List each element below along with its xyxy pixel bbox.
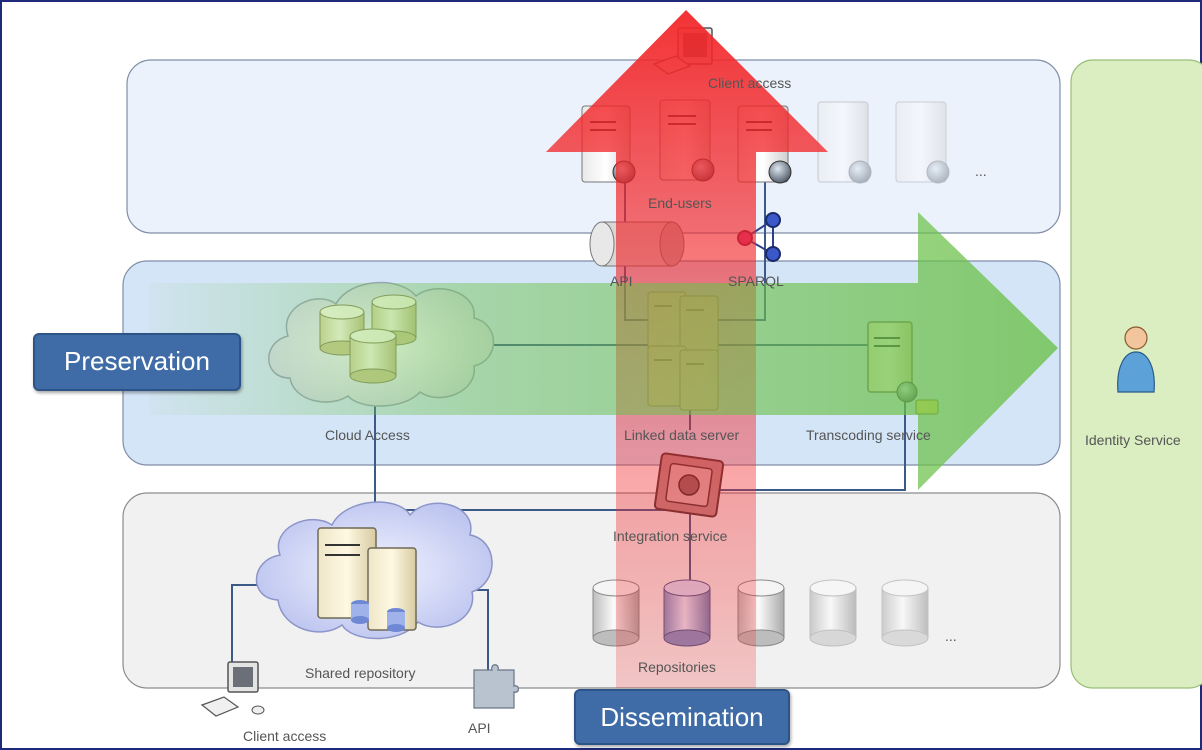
end-user-server-4 <box>817 101 872 184</box>
api-top-label: API <box>610 273 633 289</box>
integration-service-label: Integration service <box>613 528 728 544</box>
repositories-label: Repositories <box>638 659 716 675</box>
ellipsis-bottom-label: ... <box>945 628 957 644</box>
dissemination-tag: Dissemination <box>574 689 790 745</box>
client-access-bottom-label: Client access <box>243 728 327 744</box>
sparql-label: SPARQL <box>728 273 784 289</box>
api-puzzle-icon <box>473 664 520 709</box>
client-access-top-label: Client access <box>708 75 792 91</box>
linked-data-server-label: Linked data server <box>624 427 740 443</box>
user-icon <box>1117 326 1155 393</box>
end-users-label: End-users <box>648 195 712 211</box>
api-bottom-label: API <box>468 720 491 736</box>
shared-repository-label: Shared repository <box>305 665 416 681</box>
client-computer-icon <box>200 661 265 717</box>
identity-service-label: Identity Service <box>1085 432 1181 448</box>
repository-cylinder-4 <box>809 579 857 647</box>
shared-repository-cloud <box>255 501 493 640</box>
cloud-access-label: Cloud Access <box>325 427 410 443</box>
preservation-tag: Preservation <box>33 333 241 391</box>
ellipsis-top-label: ... <box>975 163 987 179</box>
integration-to-transcoding-line <box>690 390 906 491</box>
preservation-arrow <box>150 212 1058 490</box>
repository-cylinder-5 <box>881 579 929 647</box>
end-user-server-5 <box>895 101 950 184</box>
transcoding-service-label: Transcoding service <box>806 427 931 443</box>
